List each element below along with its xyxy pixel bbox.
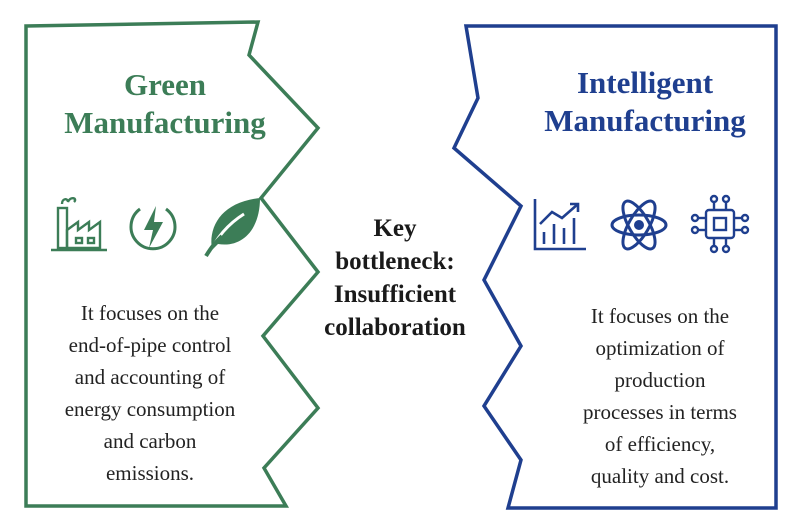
green-panel-outline (24, 20, 321, 508)
microchip-icon (690, 194, 750, 254)
center-line-2: bottleneck: (335, 248, 455, 275)
intelligent-desc-line: processes in terms (583, 400, 737, 424)
green-desc-line: and carbon (103, 429, 197, 453)
intelligent-manufacturing-title: Intelligent Manufacturing (505, 64, 785, 140)
intelligent-title-line-2: Manufacturing (544, 103, 746, 138)
intelligent-desc-line: production (614, 368, 706, 392)
intelligent-desc-line: It focuses on the (590, 304, 730, 328)
green-desc-line: energy consumption (64, 397, 236, 421)
green-desc-line: and accounting of (74, 365, 226, 389)
green-desc-line: end-of-pipe control (68, 333, 232, 357)
intelligent-title-line-1: Intelligent (576, 65, 714, 100)
factory-icon (51, 197, 107, 252)
intelligent-desc-line: of efficiency, (604, 432, 716, 456)
green-desc-line: It focuses on the (80, 301, 220, 325)
green-manufacturing-title: Green Manufacturing (40, 66, 290, 142)
center-line-1: Key (373, 215, 417, 242)
green-title-line-1: Green (123, 67, 207, 102)
key-bottleneck-label: Key bottleneck: Insufficient collaborati… (285, 212, 505, 344)
green-desc-line: emissions. (105, 461, 195, 485)
center-line-4: collaboration (324, 314, 466, 341)
bar-chart-growth-icon (533, 199, 586, 251)
center-line-3: Insufficient (333, 281, 457, 308)
intelligent-manufacturing-description: It focuses on the optimization of produc… (540, 300, 780, 492)
energy-bolt-icon (129, 206, 177, 251)
intelligent-panel-outline (451, 24, 778, 510)
leaf-icon (204, 198, 260, 258)
green-manufacturing-description: It focuses on the end-of-pipe control an… (20, 297, 280, 489)
atom-icon (610, 199, 668, 251)
intelligent-desc-line: quality and cost. (590, 464, 730, 488)
intelligent-desc-line: optimization of (595, 336, 725, 360)
green-title-line-2: Manufacturing (64, 105, 266, 140)
